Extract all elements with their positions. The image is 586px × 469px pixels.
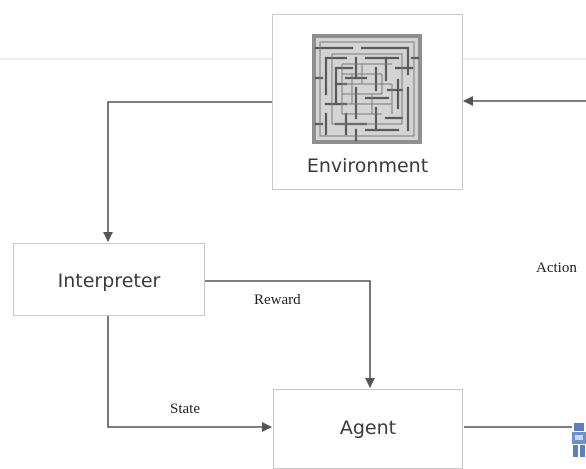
maze-icon: [312, 34, 422, 144]
environment-node: Environment: [272, 14, 463, 190]
state-label: State: [170, 401, 200, 417]
reward-arrow: [205, 280, 375, 388]
interpreter-label: Interpreter: [57, 270, 161, 292]
robot-icon: [572, 423, 586, 457]
state-arrow: [107, 316, 272, 432]
agent-label: Agent: [339, 417, 397, 439]
environment-label: Environment: [306, 155, 429, 177]
action-label: Action: [536, 260, 577, 276]
interpreter-node: Interpreter: [13, 243, 205, 316]
reward-label: Reward: [254, 292, 301, 308]
rl-diagram: Environment Interpreter Agent Reward Sta…: [0, 14, 586, 469]
environment-to-interpreter-arrow: [103, 101, 272, 242]
agent-node: Agent: [273, 389, 463, 469]
